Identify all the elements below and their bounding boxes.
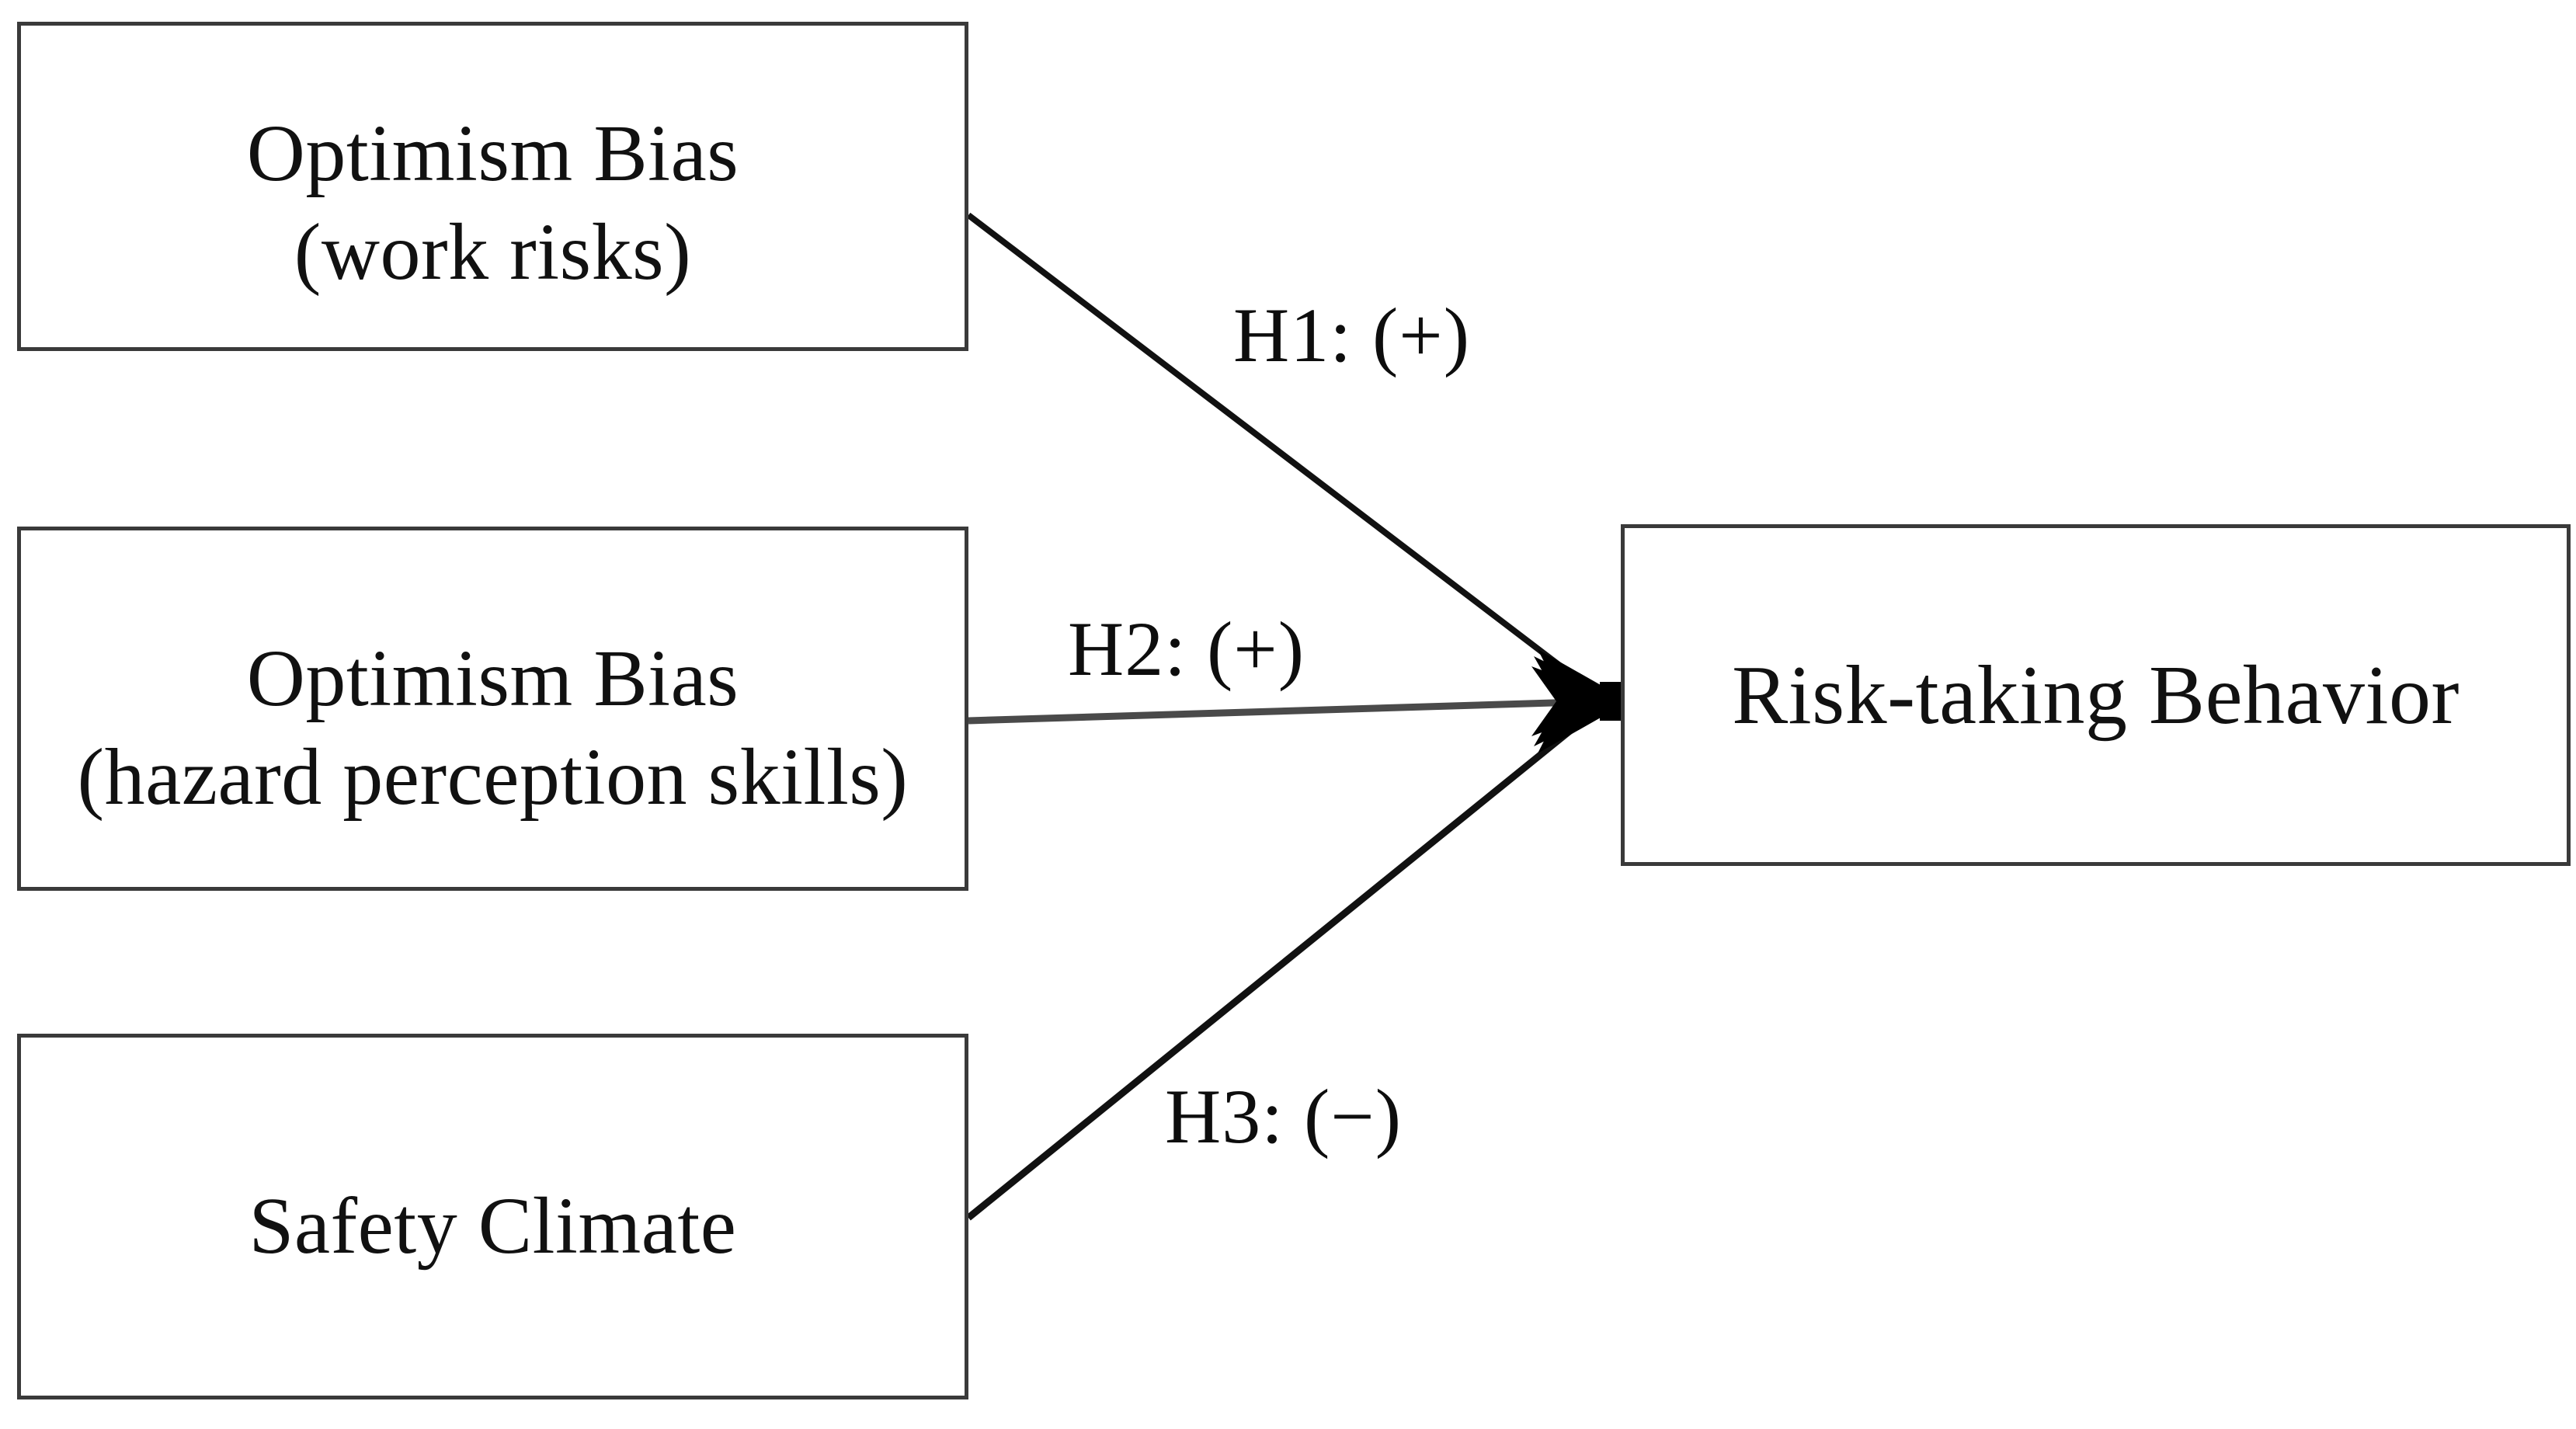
hypothesis-label-h3: H3: (−)	[1165, 1073, 1402, 1160]
construct-label-optimism-bias-hazard-perception: Optimism Bias (hazard perception skills)	[77, 634, 909, 822]
construct-box-optimism-bias-work-risks[interactable]: Optimism Bias (work risks)	[17, 22, 968, 351]
construct-box-optimism-bias-hazard-perception[interactable]: Optimism Bias (hazard perception skills)	[17, 527, 968, 891]
arrowhead-cluster-icon	[1531, 649, 1631, 753]
construct-label-risk-taking-behavior: Risk-taking Behavior	[1732, 649, 2460, 742]
construct-label-safety-climate: Safety Climate	[249, 1181, 737, 1271]
construct-box-safety-climate[interactable]: Safety Climate	[17, 1034, 968, 1399]
hypothesis-label-h2: H2: (+)	[1068, 606, 1305, 692]
hypothesis-label-h1: H1: (+)	[1233, 292, 1470, 378]
construct-box-risk-taking-behavior[interactable]: Risk-taking Behavior	[1621, 524, 2571, 866]
arrow-h2-line	[968, 697, 1604, 725]
construct-label-optimism-bias-work-risks: Optimism Bias (work risks)	[246, 109, 739, 297]
